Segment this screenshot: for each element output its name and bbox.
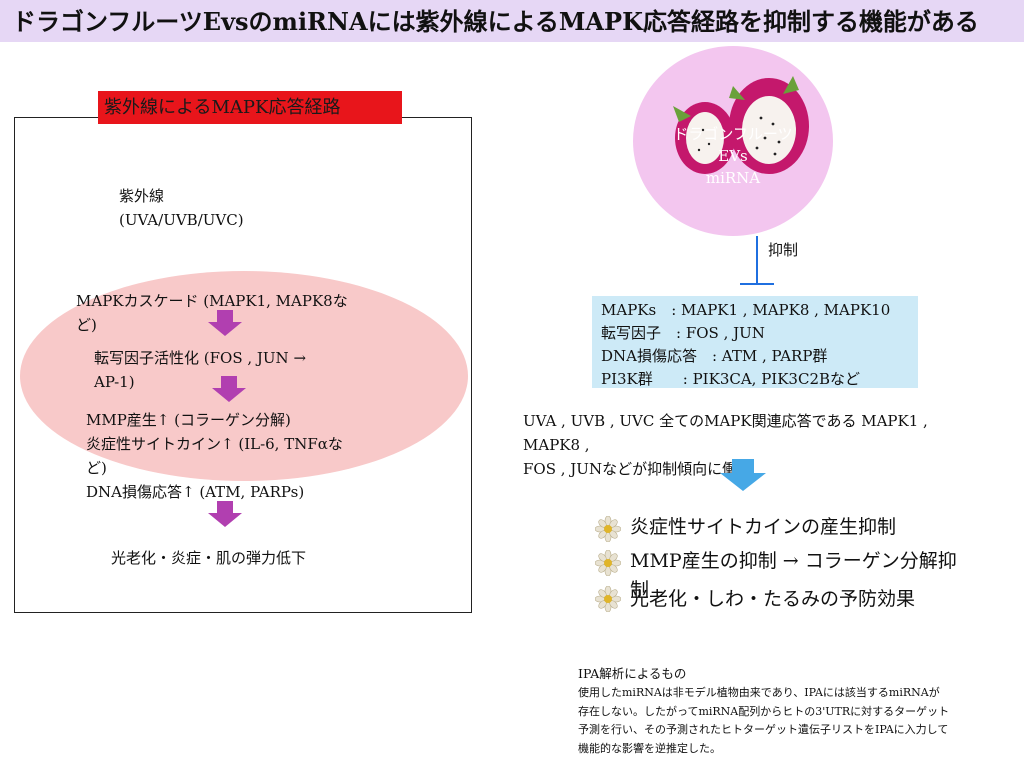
down-arrow-icon (208, 501, 242, 527)
page-title: ドラゴンフルーツEvsのmiRNAには紫外線によるMAPK応答経路を抑制する機能… (12, 7, 979, 36)
target-item: 転写因子 : FOS , JUN (601, 324, 765, 342)
mmp-cytokine-text: MMP産生↑ (コラーゲン分解) 炎症性サイトカイン↑ (IL-6, TNFαな… (86, 408, 343, 504)
ipa-heading: IPA解析によるもの (578, 666, 687, 681)
target-item: DNA損傷応答 : ATM , PARP群 (601, 347, 828, 365)
target-box (592, 296, 918, 388)
inhibit-label: 抑制 (768, 241, 799, 259)
ipa-note: 使用したmiRNAは非モデル植物由来であり、IPAには該当するmiRNAが 存在… (578, 684, 949, 758)
fruit-label: ドラゴンフルーツ EVs miRNA (633, 123, 833, 189)
effect-item: MMP産生の抑制 → コラーゲン分解抑 (630, 550, 957, 572)
mapk-line-wrap: ど) (76, 316, 97, 334)
summary-line: FOS , JUNなどが抑制傾向に働く (523, 460, 753, 478)
uv-types-line: (UVA/UVB/UVC) (119, 211, 244, 229)
tf-line-wrap: AP-1) (94, 373, 135, 391)
fruit-label-line: miRNA (705, 169, 761, 187)
transcription-factor-text: 転写因子活性化 (FOS , JUN → AP-1) (94, 346, 306, 394)
fruit-label-line: EVs (718, 147, 748, 165)
ipa-line: 存在しない。したがってmiRNA配列からヒトの3'UTRに対するターゲット (578, 704, 950, 718)
cytokine-line-wrap: ど) (86, 459, 107, 477)
target-item: PI3K群 : PIK3CA, PIK3C2Bなど (601, 370, 861, 388)
ipa-line: 使用したmiRNAは非モデル植物由来であり、IPAには該当するmiRNAが (578, 686, 940, 699)
result-text: 光老化・炎症・肌の弾力低下 (111, 549, 307, 567)
dna-damage-line: DNA損傷応答↑ (ATM, PARPs) (86, 483, 305, 501)
summary-line: MAPK8 , (523, 436, 590, 454)
down-arrow-icon (208, 310, 242, 336)
down-arrow-icon (212, 376, 246, 402)
ipa-line: 予測を行い、その予測されたヒトターゲット遺伝子リストをIPAに入力して (578, 723, 949, 736)
uv-text: 紫外線 (UVA/UVB/UVC) (119, 184, 244, 232)
effect-item: 光老化・しわ・たるみの予防効果 (630, 588, 916, 610)
ipa-line: 機能的な影響を逆推定した。 (578, 741, 721, 755)
pathway-label: 紫外線によるMAPK応答経路 (98, 91, 402, 124)
flower-bullet-icon (595, 550, 621, 576)
effect-item: 炎症性サイトカインの産生抑制 (630, 516, 897, 538)
mapk-line: MAPKカスケード (MAPK1, MAPK8な (76, 292, 348, 310)
flower-bullet-icon (595, 516, 621, 542)
uv-line: 紫外線 (119, 187, 165, 205)
mapk-cascade-text: MAPKカスケード (MAPK1, MAPK8な ど) (76, 289, 348, 337)
title-bar (0, 0, 1024, 42)
fruit-label-line: ドラゴンフルーツ (673, 125, 793, 143)
inhibition-icon (740, 236, 774, 285)
mapk-ellipse (20, 271, 468, 481)
mmp-line: MMP産生↑ (コラーゲン分解) (86, 411, 291, 429)
summary-line: UVA , UVB , UVC 全てのMAPK関連応答である MAPK1 , (523, 412, 928, 430)
target-item: MAPKs : MAPK1 , MAPK8 , MAPK10 (601, 301, 891, 319)
target-list: MAPKs : MAPK1 , MAPK8 , MAPK10 転写因子 : FO… (601, 299, 890, 391)
down-arrow-icon (720, 459, 766, 491)
dragon-fruit-circle (633, 46, 833, 236)
summary-text: UVA , UVB , UVC 全てのMAPK関連応答である MAPK1 , M… (523, 409, 928, 481)
cytokine-line: 炎症性サイトカイン↑ (IL-6, TNFαな (86, 435, 343, 453)
effect-item-wrap: 制 (630, 579, 650, 601)
tf-line: 転写因子活性化 (FOS , JUN → (94, 349, 307, 367)
flower-bullet-icon (595, 586, 621, 612)
dragon-fruit-image (673, 76, 809, 174)
